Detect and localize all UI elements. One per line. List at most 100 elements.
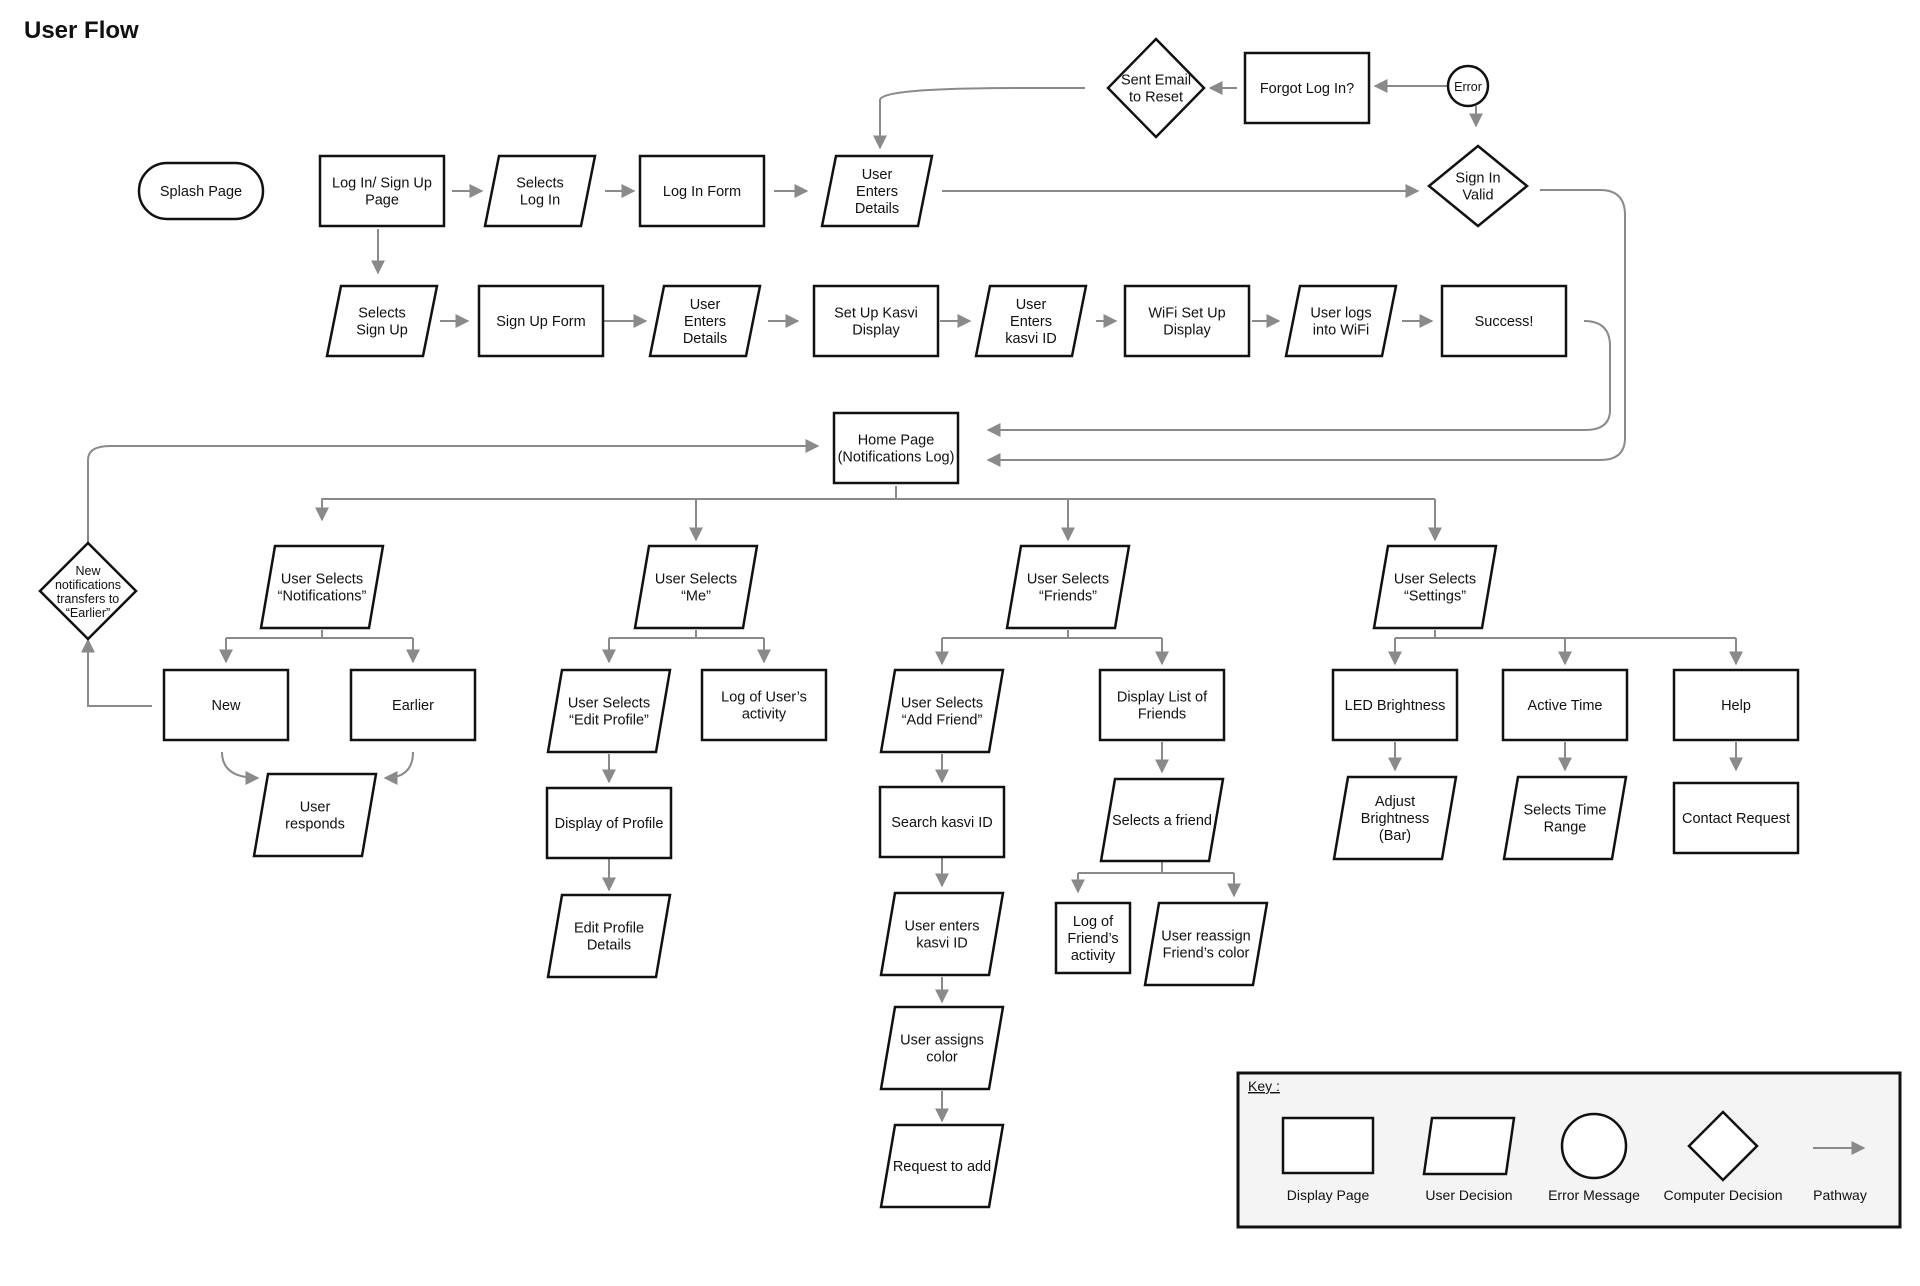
sel-add-friend-label-line: User Selects — [901, 696, 983, 712]
earlier-shape — [349, 668, 477, 742]
display-profile-shape — [545, 786, 673, 860]
enters-details-login-label-line: Details — [855, 201, 899, 217]
enters-details-login-label-line: User — [862, 167, 893, 183]
selects-signup-label-line: Sign Up — [356, 323, 408, 339]
log-users-activity-shape — [700, 668, 828, 742]
new-notifications-label-line: notifications — [55, 578, 121, 592]
sel-add-friend-label: User Selects“Add Friend” — [901, 696, 983, 729]
sel-notifications-node: User Selects“Notifications” — [259, 544, 385, 630]
forgot-login-label-line: Forgot Log In? — [1260, 81, 1354, 97]
selects-login-label-line: Selects — [516, 176, 564, 192]
sel-settings-shape — [1372, 544, 1498, 630]
selects-time-range-label-line: Range — [1544, 820, 1587, 836]
setup-kasvi-label-line: Set Up Kasvi — [834, 306, 918, 322]
success-node: Success! — [1440, 284, 1568, 358]
legend-error-message-shape — [1560, 1112, 1628, 1180]
legend-computer-decision-label: Computer Decision — [1663, 1187, 1782, 1203]
logs-into-wifi-shape — [1284, 284, 1398, 358]
legend-user-decision-shape — [1422, 1116, 1516, 1176]
splash-shape — [137, 161, 265, 221]
request-to-add-node: Request to add — [879, 1123, 1005, 1209]
signup-form-label: Sign Up Form — [496, 314, 585, 330]
sel-edit-profile-node: User Selects“Edit Profile” — [546, 668, 672, 754]
sel-add-friend-node: User Selects“Add Friend” — [879, 668, 1005, 754]
sel-edit-profile-label-line: “Edit Profile” — [569, 713, 649, 729]
user-assigns-color-label-line: color — [926, 1050, 958, 1066]
new-shape — [162, 668, 290, 742]
user-responds-label-line: User — [300, 800, 331, 816]
new-notifications-label-line: transfers to — [57, 592, 120, 606]
adjust-brightness-label-line: Adjust — [1375, 794, 1415, 810]
log-users-activity-label-line: Log of User’s — [721, 690, 807, 706]
help-label-line: Help — [1721, 698, 1751, 714]
selects-signup-label-line: Selects — [358, 306, 406, 322]
display-list-friends-shape — [1098, 668, 1226, 742]
legend-key: Key : Display Page User Decision Error M… — [1236, 1071, 1902, 1229]
login-signup-shape — [318, 154, 446, 228]
flow-connectors — [81, 79, 1743, 1123]
setup-kasvi-label-line: Display — [852, 323, 900, 339]
reassign-color-shape — [1143, 901, 1269, 987]
connector-arrow — [87, 439, 820, 543]
logs-into-wifi-label-line: into WiFi — [1313, 323, 1369, 339]
sel-me-label: User Selects“Me” — [655, 572, 737, 605]
selects-login-shape — [483, 154, 597, 228]
new-label: New — [211, 698, 241, 714]
connector-arrow — [221, 751, 260, 785]
home-page-shape — [832, 411, 960, 485]
connector-arrow — [986, 189, 1626, 467]
selects-friend-label-line: Selects a friend — [1112, 813, 1212, 829]
login-form-shape — [638, 154, 766, 228]
contact-request-label-line: Contact Request — [1682, 811, 1790, 827]
enters-details-signup-label-line: User — [690, 297, 721, 313]
sel-friends-node: User Selects“Friends” — [1005, 544, 1131, 630]
sign-in-valid-label-line: Sign In — [1455, 171, 1500, 187]
contact-request-shape — [1672, 781, 1800, 855]
adjust-brightness-shape — [1332, 775, 1458, 861]
forgot-login-label: Forgot Log In? — [1260, 81, 1354, 97]
sel-me-label-line: “Me” — [681, 589, 711, 605]
earlier-node: Earlier — [349, 668, 477, 742]
legend-user-decision-label: User Decision — [1425, 1187, 1512, 1203]
user-assigns-color-shape — [879, 1005, 1005, 1091]
legend-error-message-label: Error Message — [1548, 1187, 1640, 1203]
sel-me-node: User Selects“Me” — [633, 544, 759, 630]
forgot-login-shape — [1243, 51, 1371, 125]
edit-profile-details-label-line: Edit Profile — [574, 921, 644, 937]
forgot-login-node: Forgot Log In? — [1243, 51, 1371, 125]
request-to-add-label: Request to add — [893, 1159, 991, 1175]
user-enters-kasvi-id-label-line: kasvi ID — [916, 936, 968, 952]
setup-kasvi-shape — [812, 284, 940, 358]
signup-form-node: Sign Up Form — [477, 284, 605, 358]
log-friends-activity-label-line: Friend’s — [1067, 931, 1118, 947]
enters-details-signup-label-line: Enters — [684, 314, 726, 330]
log-friends-activity-shape — [1054, 901, 1132, 975]
login-form-node: Log In Form — [638, 154, 766, 228]
sel-edit-profile-shape — [546, 668, 672, 754]
display-profile-label-line: Display of Profile — [555, 816, 664, 832]
enters-details-signup-shape — [648, 284, 762, 358]
wifi-setup-label-line: WiFi Set Up — [1148, 306, 1225, 322]
